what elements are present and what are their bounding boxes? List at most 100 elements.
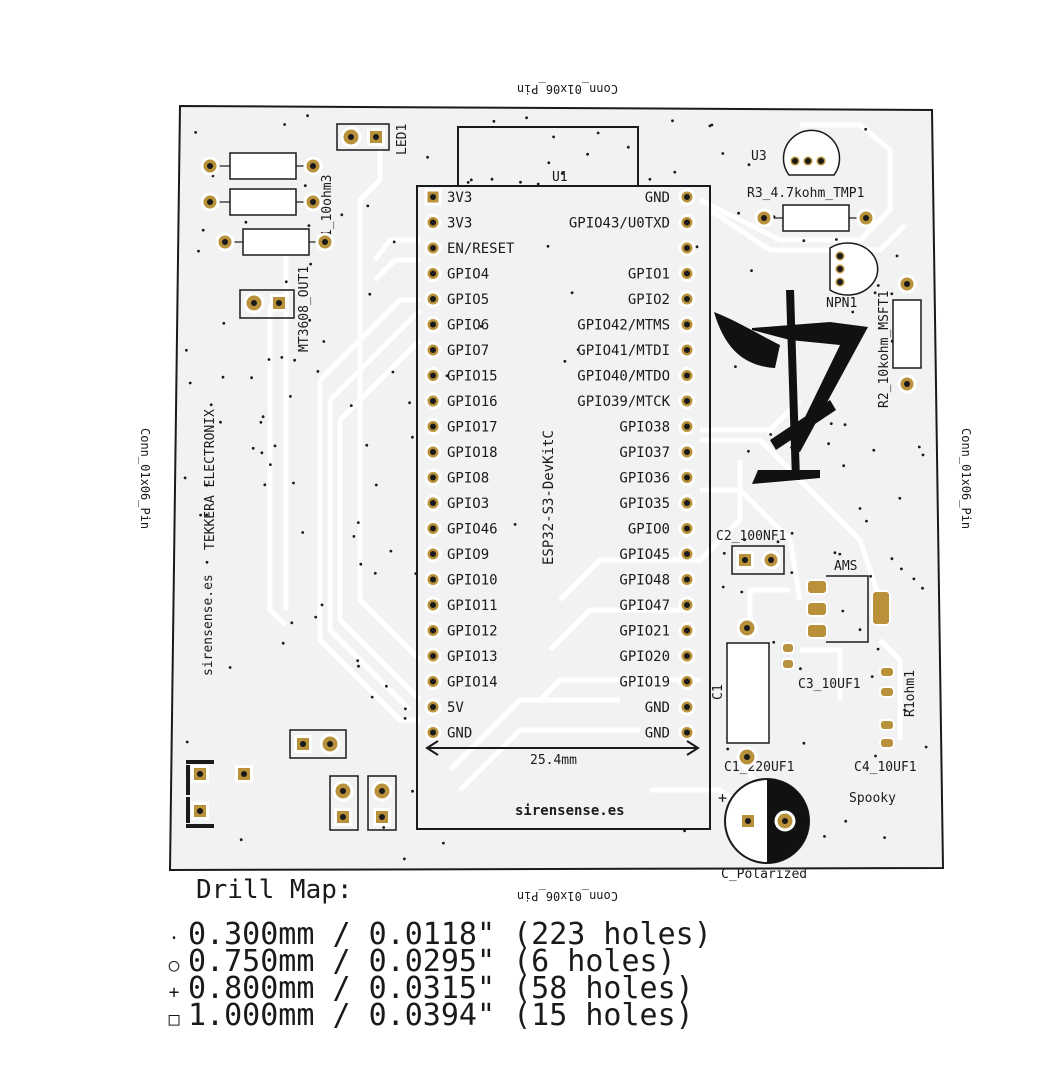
u1-pin-label: EN/RESET: [447, 241, 515, 257]
via-dot: [864, 127, 868, 131]
pad-hole: [340, 814, 346, 820]
via-dot: [721, 152, 725, 155]
npn-label: NPN1: [826, 296, 857, 311]
u1-pin-label: GPIO4: [447, 267, 489, 283]
via-dot: [269, 463, 272, 466]
via-dot: [411, 789, 414, 793]
pad-hole: [837, 279, 843, 285]
via-dot: [858, 628, 862, 632]
via-dot: [790, 531, 794, 535]
via-dot: [683, 829, 686, 833]
via-dot: [221, 375, 225, 379]
via-dot: [536, 182, 540, 186]
u1-pin-label: GPIO12: [447, 624, 498, 640]
pad-hole: [430, 525, 436, 532]
pad-hole: [430, 321, 436, 328]
via-dot: [392, 240, 396, 244]
via-dot: [259, 420, 263, 424]
via-dot: [250, 376, 254, 380]
via-dot: [273, 444, 277, 448]
via-dot: [391, 370, 395, 374]
via-dot: [222, 321, 226, 325]
via-dot: [340, 213, 344, 217]
pad-hole: [430, 347, 436, 353]
via-dot: [838, 552, 842, 556]
via-dot: [874, 754, 877, 758]
u3-label: U3: [751, 149, 767, 164]
via-dot: [228, 666, 232, 669]
u1-antenna-outline: [457, 126, 639, 186]
pad-hole: [818, 158, 824, 164]
via-dot: [865, 519, 868, 523]
r2-body: [892, 299, 922, 369]
drill-map-row: □1.000mm / 0.0394" (15 holes): [160, 1001, 694, 1035]
via-dot: [301, 531, 305, 534]
pad-hole: [430, 729, 436, 736]
u1-pin-label: GPIO42/MTMS: [577, 318, 670, 334]
pad-hole: [430, 398, 436, 404]
pad-hole: [805, 158, 811, 164]
pad-hole: [684, 398, 690, 404]
via-dot: [260, 451, 264, 455]
via-dot: [827, 442, 830, 446]
pad-hole: [430, 270, 436, 277]
conn-bottom-label: Conn_01x06_Pin: [517, 889, 618, 903]
via-dot: [352, 535, 356, 538]
pad-hole: [684, 653, 690, 659]
via-dot: [308, 318, 312, 322]
pad-hole: [310, 199, 316, 205]
pad-hole: [792, 158, 798, 164]
via-dot: [263, 483, 267, 487]
via-dot: [490, 177, 494, 181]
via-dot: [261, 415, 265, 419]
drill-map-row: ○0.750mm / 0.0295" (6 holes): [160, 947, 676, 981]
via-dot: [289, 395, 292, 398]
via-dot: [366, 204, 370, 208]
via-dot: [280, 356, 284, 359]
pad-hole: [430, 449, 436, 455]
r1ohm-pad: [879, 686, 895, 698]
module-site: sirensense.es: [515, 803, 625, 819]
pad-hole: [837, 266, 843, 272]
via-dot: [737, 211, 740, 215]
via-dot: [314, 615, 318, 619]
mt3608-outline: [239, 289, 295, 319]
pad-hole: [430, 296, 436, 302]
via-dot: [747, 449, 750, 453]
u1-pin-label: GPIO9: [447, 547, 489, 563]
u1-module-outline: [416, 185, 711, 830]
pad-hole: [222, 239, 228, 245]
via-dot: [833, 551, 837, 555]
via-dot: [570, 291, 574, 295]
pad-hole: [251, 300, 257, 306]
u1-pin-label: GPIO3: [447, 496, 489, 512]
via-dot: [586, 152, 589, 156]
via-dot: [870, 675, 874, 678]
u1-pin-label: GPIO11: [447, 598, 498, 614]
r3-body: [782, 204, 850, 232]
u1-pin-label: GPIO43/U0TXD: [569, 216, 670, 232]
u1-pin-label: GPIO17: [447, 420, 498, 436]
pads: [191, 126, 917, 832]
pad-hole: [684, 602, 690, 608]
via-dot: [843, 423, 847, 427]
u1-pin-label: GPIO19: [619, 675, 670, 691]
via-dot: [303, 184, 307, 188]
u1-pin-label: GPIO0: [628, 522, 670, 538]
via-dot: [802, 239, 806, 243]
via-dot: [267, 358, 271, 361]
via-dot: [281, 641, 285, 645]
via-dot: [726, 747, 730, 751]
via-dot: [309, 262, 312, 266]
via-dot: [408, 401, 411, 405]
pad-hole: [310, 163, 316, 169]
pad-hole: [761, 215, 767, 221]
u1-pin-label: GPIO47: [619, 598, 670, 614]
pad-hole: [863, 215, 869, 221]
via-dot: [404, 707, 407, 711]
via-dot: [194, 131, 198, 134]
via-dot: [802, 741, 806, 745]
pad-hole: [241, 771, 247, 777]
via-dot: [205, 483, 209, 487]
via-dot: [188, 381, 192, 385]
